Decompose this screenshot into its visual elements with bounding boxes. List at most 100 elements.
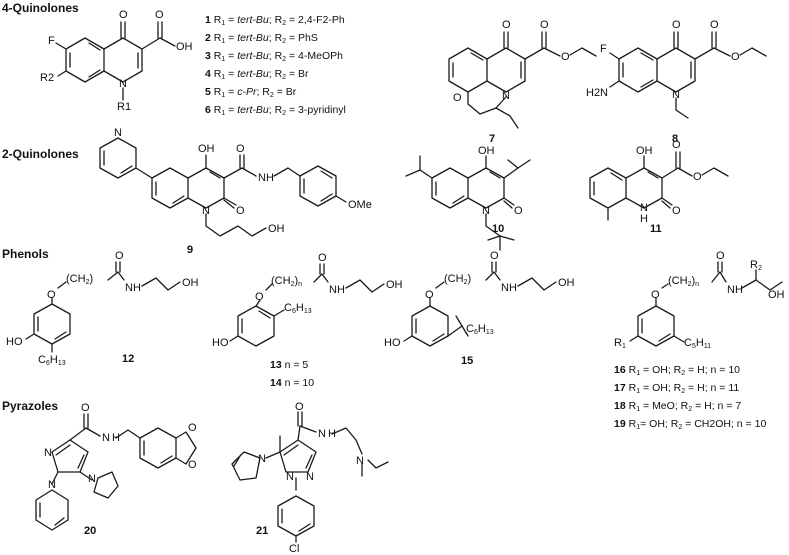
structure-compound-11 <box>589 151 729 221</box>
atom-nh: NH <box>125 282 141 294</box>
atom-n: N <box>672 89 680 101</box>
atom-o: O <box>119 9 128 21</box>
atom-o: O <box>81 402 90 414</box>
atom-nh: NH <box>258 172 274 184</box>
atom-n: N <box>114 127 122 139</box>
quinolone-substituent-table: 1 R1 = tert-Bu; R2 = 2,4-F2-Ph 2 R1 = te… <box>205 14 346 117</box>
structure-compound-10 <box>405 155 531 251</box>
atom-n: N <box>258 453 266 465</box>
atom-o: O <box>672 139 681 151</box>
atom-o: O <box>672 205 681 217</box>
atom-oh: OH <box>558 277 575 289</box>
atom-nh: NH <box>329 284 345 296</box>
svg-text:19 R1= OH; R2 = CH2OH; n = 10: 19 R1= OH; R2 = CH2OH; n = 10 <box>614 418 766 431</box>
atom-o: O <box>47 289 56 301</box>
atom-n: N <box>202 205 210 217</box>
atom-o: O <box>693 171 702 183</box>
atom-n: N <box>640 202 648 214</box>
atom-ch2: (CH2) <box>66 273 93 286</box>
svg-text:1 R1 = tert-Bu; R2 = 2,4-F2-Ph: 1 R1 = tert-Bu; R2 = 2,4-F2-Ph <box>205 14 345 27</box>
structure-compound-8 <box>609 31 767 119</box>
atom-n: N <box>356 455 364 467</box>
atom-n: N <box>482 205 490 217</box>
atom-n: N <box>44 447 52 459</box>
atom-f: F <box>600 43 607 55</box>
atom-o: O <box>155 9 164 21</box>
compound-number-11: 11 <box>650 223 662 235</box>
atom-n: N <box>119 78 127 90</box>
atom-oh: OH <box>768 289 785 301</box>
atom-r1: R1 <box>117 101 131 113</box>
atom-n: N <box>306 471 314 483</box>
svg-text:4 R1 = tert-Bu; R2 = Br: 4 R1 = tert-Bu; R2 = Br <box>205 68 309 81</box>
compound-number-20: 20 <box>84 525 96 537</box>
svg-text:17 R1 = OH; R2 = H; n = 11: 17 R1 = OH; R2 = H; n = 11 <box>614 382 739 395</box>
svg-text:16 R1 = OH; R2 = H; n = 10: 16 R1 = OH; R2 = H; n = 10 <box>614 364 740 377</box>
atom-o: O <box>255 291 264 303</box>
section-4-quinolones: 4-Quinolones <box>2 1 79 15</box>
structure-compound-13-14 <box>229 263 385 347</box>
atom-o: O <box>651 289 660 301</box>
atom-o: O <box>561 51 570 63</box>
atom-ho: HO <box>384 337 401 349</box>
atom-h2n: H2N <box>586 87 608 99</box>
atom-c5h11: C5H11 <box>684 337 711 350</box>
atom-oh: OH <box>198 143 215 155</box>
atom-o: O <box>236 143 245 155</box>
structure-quinolone-core <box>55 21 176 101</box>
section-2-quinolones: 2-Quinolones <box>2 147 79 161</box>
section-pyrazoles: Pyrazoles <box>2 399 58 413</box>
compound-number-15: 15 <box>461 355 473 367</box>
label-13: 13 n = 5 <box>270 359 308 371</box>
atom-oh: OH <box>182 277 199 289</box>
atom-o: O <box>672 19 681 31</box>
atom-o: O <box>425 289 434 301</box>
atom-o: O <box>502 19 511 31</box>
label-14: 14 n = 10 <box>270 377 314 389</box>
atom-nh: NH <box>727 284 743 296</box>
atom-ch2n: (CH2)n <box>271 275 302 288</box>
svg-text:5 R1 = c-Pr; R2 = Br: 5 R1 = c-Pr; R2 = Br <box>205 86 297 99</box>
svg-text:6 R1 = tert-Bu; R2 = 3-pyridin: 6 R1 = tert-Bu; R2 = 3-pyridinyl <box>205 104 346 117</box>
compound-number-9: 9 <box>187 244 193 256</box>
atom-o: O <box>710 19 719 31</box>
structure-compound-7 <box>448 31 597 129</box>
atom-o: O <box>716 250 725 262</box>
atom-oh: OH <box>386 279 403 291</box>
atom-o: O <box>188 422 197 434</box>
structure-compound-9 <box>99 137 347 237</box>
svg-text:3 R1 = tert-Bu; R2 = 4-MeOPh: 3 R1 = tert-Bu; R2 = 4-MeOPh <box>205 50 343 63</box>
atom-c6h13: C6H13 <box>466 323 494 336</box>
compound-number-10: 10 <box>492 223 504 235</box>
atom-o: O <box>115 250 124 262</box>
atom-oh: OH <box>268 223 285 235</box>
structure-compound-15 <box>403 261 557 347</box>
atom-o: O <box>236 205 245 217</box>
atom-h: H <box>640 213 648 225</box>
structure-compound-16-19 <box>629 261 783 347</box>
atom-oh: OH <box>478 145 495 157</box>
atom-n: N <box>502 90 510 102</box>
structure-compound-21 <box>231 411 389 543</box>
atom-ho: HO <box>212 337 229 349</box>
atom-o: O <box>514 205 523 217</box>
compound-number-8: 8 <box>672 133 678 145</box>
atom-o: O <box>188 459 197 471</box>
atom-n: N <box>48 479 56 491</box>
phenol-substituent-table: 16 R1 = OH; R2 = H; n = 10 17 R1 = OH; R… <box>614 364 766 431</box>
atom-ch2n: (CH2)n <box>668 275 699 288</box>
atom-o: O <box>295 401 304 413</box>
atom-o: O <box>453 92 462 104</box>
atom-r2: R2 <box>40 72 54 84</box>
section-phenols: Phenols <box>2 247 49 261</box>
atom-r2: R2 <box>750 259 762 272</box>
atom-o: O <box>540 19 549 31</box>
compound-number-21: 21 <box>256 525 268 537</box>
atom-r1: R1 <box>614 337 626 350</box>
atom-o: O <box>318 252 327 264</box>
atom-nh: NH <box>501 282 517 294</box>
